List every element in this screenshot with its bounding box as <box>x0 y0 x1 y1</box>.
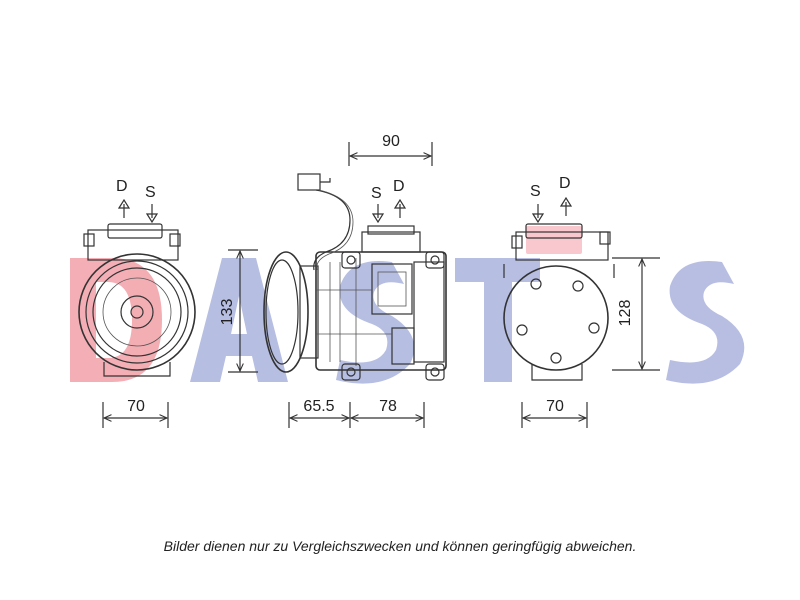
rear-height-dimension: 128 <box>612 257 660 371</box>
front-discharge-label: D <box>116 178 128 195</box>
side-pulley-inner <box>265 259 299 365</box>
front-suction-arrow <box>145 204 159 224</box>
connector-tab <box>320 178 331 183</box>
rear-discharge-arrow <box>559 196 573 216</box>
rear-suction-arrow <box>531 204 545 224</box>
side-top-dimension: 90 <box>348 133 433 166</box>
rear-bolt-3 <box>572 280 584 292</box>
mount-ear-top-right <box>425 251 445 269</box>
rear-port-markers: S D <box>530 175 573 224</box>
side-discharge-label: D <box>393 178 405 195</box>
rear-width-dimension: 70 <box>521 398 588 428</box>
front-port-markers: D S <box>116 178 159 224</box>
side-port-block <box>361 231 421 253</box>
side-bottom-dimensions: 65.5 78 <box>288 398 425 428</box>
side-left-label: 65.5 <box>303 398 334 415</box>
side-port-cap <box>367 225 415 235</box>
front-suction-label: S <box>145 184 156 201</box>
rear-suction-label: S <box>530 183 541 200</box>
rear-bolt-2 <box>530 278 542 290</box>
side-suction-arrow <box>371 204 385 224</box>
rear-discharge-label: D <box>559 175 571 192</box>
clutch-center <box>130 305 144 319</box>
rear-housing <box>503 265 609 371</box>
disclaimer-caption: Bilder dienen nur zu Vergleichszwecken u… <box>163 538 637 554</box>
rear-width-label: 70 <box>546 398 564 415</box>
front-base <box>103 362 171 377</box>
rear-base <box>531 364 583 381</box>
rear-view <box>503 223 615 381</box>
clutch-pulley-ring <box>85 260 189 364</box>
clutch-outer-ring <box>78 253 196 371</box>
connector-wire <box>313 189 351 271</box>
side-port-markers: S D <box>371 178 407 224</box>
side-height-label: 133 <box>219 299 236 326</box>
clutch-inner-ring <box>102 277 172 347</box>
rear-right-lug <box>599 231 611 245</box>
mount-ear-bottom-left <box>341 363 361 381</box>
front-width-dimension: 70 <box>102 398 169 428</box>
rear-top-block <box>515 231 609 261</box>
side-pulley <box>263 251 309 373</box>
front-view <box>78 223 196 377</box>
front-left-lug <box>83 233 95 247</box>
side-suction-label: S <box>371 185 382 202</box>
side-right-label: 78 <box>379 398 397 415</box>
clutch-hub <box>120 295 154 329</box>
mount-ear-top-left <box>341 251 361 269</box>
brand-watermark <box>70 258 745 384</box>
side-clutch-hub <box>299 265 319 359</box>
rear-port-highlight <box>526 226 582 254</box>
front-port-block <box>107 223 163 239</box>
clutch-plate-ring <box>92 267 182 357</box>
front-right-lug <box>169 233 181 247</box>
front-discharge-arrow <box>117 198 131 218</box>
side-discharge-arrow <box>393 198 407 218</box>
mount-ear-bottom-right <box>425 363 445 381</box>
electrical-connector <box>297 173 321 191</box>
lower-housing <box>391 327 415 365</box>
side-view <box>263 173 447 381</box>
front-width-label: 70 <box>127 398 145 415</box>
rear-port-block <box>525 223 583 239</box>
rear-height-label: 128 <box>617 300 634 327</box>
rear-bolt-1 <box>516 324 528 336</box>
side-height-dimension: 133 <box>219 249 258 373</box>
front-top-block <box>87 229 179 261</box>
rear-left-lug <box>511 235 523 249</box>
rear-head <box>413 261 445 363</box>
valve-housing <box>371 263 413 315</box>
rear-bolt-4 <box>588 322 600 334</box>
side-top-label: 90 <box>382 133 400 150</box>
rear-bolt-5 <box>550 352 562 364</box>
